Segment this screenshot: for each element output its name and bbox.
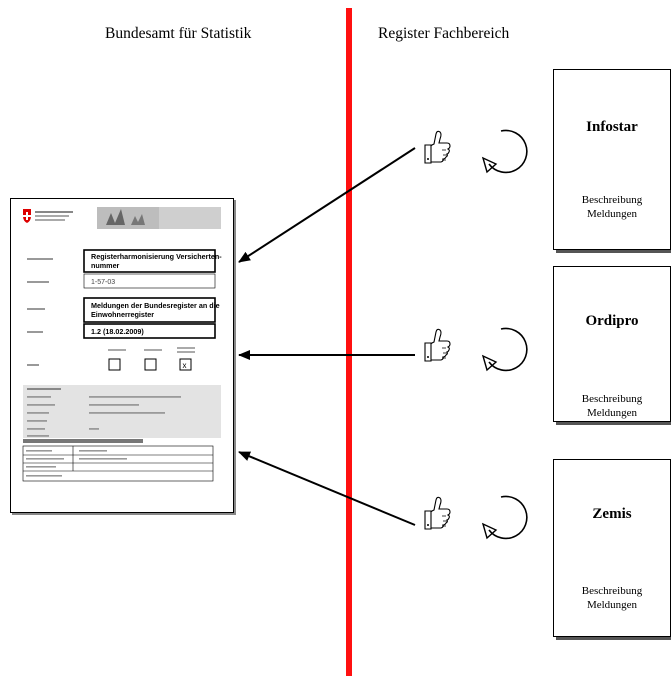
doc-code: 1-57-03 xyxy=(91,279,115,286)
arrow-infostar xyxy=(238,147,416,263)
doc-title1-line2: nummer xyxy=(91,261,120,270)
thumbs-up-icon xyxy=(424,328,451,362)
register-title: Infostar xyxy=(586,119,638,135)
doc-title2-line1: Meldungen der Bundesregister an die xyxy=(91,301,220,310)
doc-title1-line1: Registerharmonisierung Versicherten- xyxy=(91,252,222,261)
arrow-zemis xyxy=(238,451,416,526)
refresh-icon xyxy=(482,495,528,540)
doc-title2-line2: Einwohnerregister xyxy=(91,310,154,319)
register-title: Zemis xyxy=(592,506,632,522)
header-bfs: Bundesamt für Statistik xyxy=(105,25,252,42)
thumbs-up-icon xyxy=(424,130,451,164)
svg-text:x: x xyxy=(183,361,187,370)
refresh-icon xyxy=(482,327,528,372)
document-svg: Registerharmonisierung Versicherten- num… xyxy=(22,207,222,482)
thumbs-up-icon xyxy=(424,496,451,530)
refresh-icon xyxy=(482,129,528,174)
document-thumbnail: Registerharmonisierung Versicherten- num… xyxy=(10,198,234,513)
doc-version: 1.2 (18.02.2009) xyxy=(91,327,144,336)
header-register-fachbereich: Register Fachbereich xyxy=(378,25,510,42)
register-title: Ordipro xyxy=(585,313,639,329)
divider-line xyxy=(346,8,352,676)
